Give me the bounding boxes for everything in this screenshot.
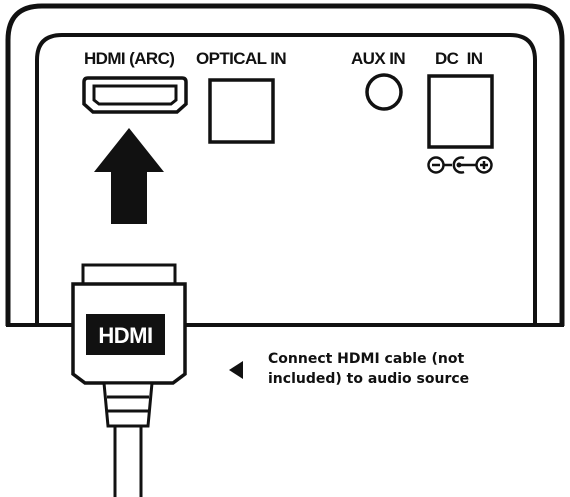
device-inner-panel — [35, 33, 537, 326]
instruction-line-1: Connect HDMI cable (not — [268, 351, 465, 367]
dc-in-port — [427, 74, 494, 149]
dc-in-label: DC IN — [435, 49, 483, 68]
insert-up-arrow — [94, 128, 164, 224]
instruction-line-2: included) to audio source — [268, 371, 470, 387]
instruction-caption: Connect HDMI cable (not included) to aud… — [268, 349, 508, 389]
dc-polarity-icon — [427, 156, 493, 174]
optical-in-label: OPTICAL IN — [196, 49, 286, 68]
hdmi-port — [82, 76, 188, 114]
aux-in-label: AUX IN — [351, 49, 405, 68]
hdmi-cable — [71, 263, 187, 497]
optical-port — [208, 78, 275, 144]
hdmi-plug-label: HDMI — [98, 323, 152, 348]
aux-port — [365, 73, 403, 111]
device-outer-housing — [5, 3, 565, 326]
pointer-left-icon — [229, 361, 243, 379]
hdmi-plug-label-plate — [86, 314, 165, 355]
hdmi-arc-label: HDMI (ARC) — [84, 49, 174, 68]
